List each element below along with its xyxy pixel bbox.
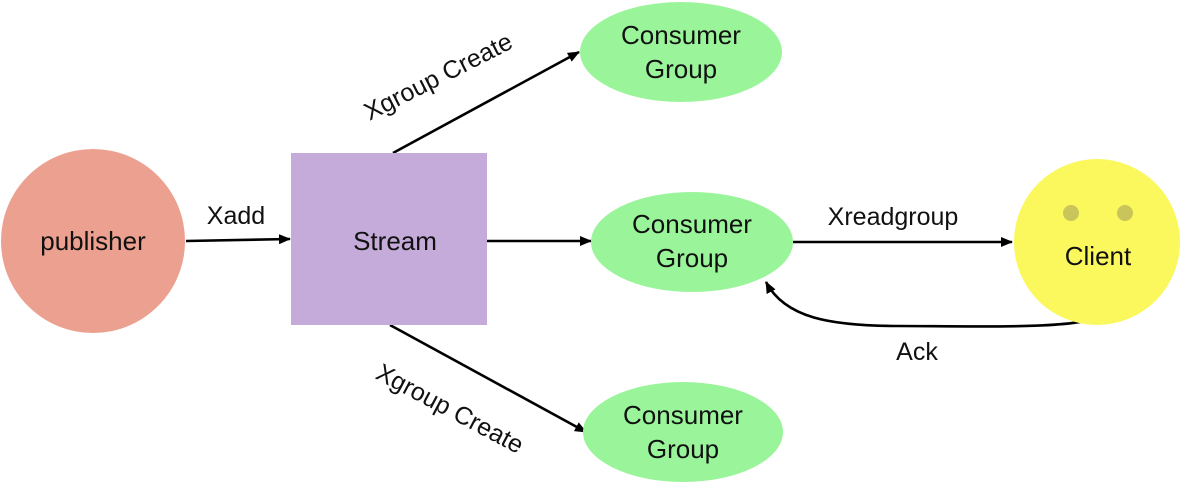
arrow-xadd — [185, 234, 291, 245]
consumer-group-middle-label-line2: Group — [656, 243, 728, 273]
arrow-xgroup-create-bottom — [389, 323, 587, 434]
edge-group-to-client: Xreadgroup — [793, 203, 1013, 247]
edge-publisher-to-stream: Xadd — [185, 202, 291, 245]
consumer-group-middle-label-line1: Consumer — [632, 209, 752, 239]
edge-label-ack: Ack — [896, 338, 938, 366]
stream-label: Stream — [353, 226, 437, 256]
edge-label-xreadgroup: Xreadgroup — [828, 203, 959, 231]
stream-box — [291, 153, 487, 325]
consumer-group-top-label-line1: Consumer — [621, 20, 741, 50]
consumer-group-bottom-label-line2: Group — [647, 434, 719, 464]
consumer-group-bottom-label-line1: Consumer — [623, 400, 743, 430]
publisher-circle — [1, 149, 185, 333]
node-publisher: publisher — [1, 149, 185, 333]
edge-stream-to-group-bottom: Xgroup Create — [371, 323, 587, 459]
edge-label-xgroup-create-top: Xgroup Create — [360, 27, 518, 126]
edge-label-xgroup-create-bottom: Xgroup Create — [371, 358, 528, 459]
client-right-eye — [1117, 205, 1133, 221]
node-stream: Stream — [291, 153, 487, 325]
edge-label-xadd: Xadd — [207, 202, 265, 230]
arrow-xgroup-create-top — [392, 50, 580, 155]
consumer-group-middle-ellipse — [591, 192, 793, 292]
publisher-label: publisher — [40, 226, 146, 256]
client-label: Client — [1065, 241, 1132, 271]
node-consumer-group-bottom: Consumer Group — [583, 382, 783, 482]
node-consumer-group-top: Consumer Group — [580, 2, 782, 102]
node-consumer-group-middle: Consumer Group — [591, 192, 793, 292]
consumer-group-bottom-ellipse — [583, 382, 783, 482]
consumer-group-top-label-line2: Group — [645, 54, 717, 84]
edge-client-to-group: Ack — [764, 281, 1101, 366]
consumer-group-top-ellipse — [580, 2, 782, 102]
client-circle — [1014, 159, 1180, 325]
node-client: Client — [1014, 159, 1180, 325]
client-left-eye — [1063, 205, 1079, 221]
edge-stream-to-group-top: Xgroup Create — [360, 27, 580, 155]
arrow-ack — [764, 281, 1101, 328]
